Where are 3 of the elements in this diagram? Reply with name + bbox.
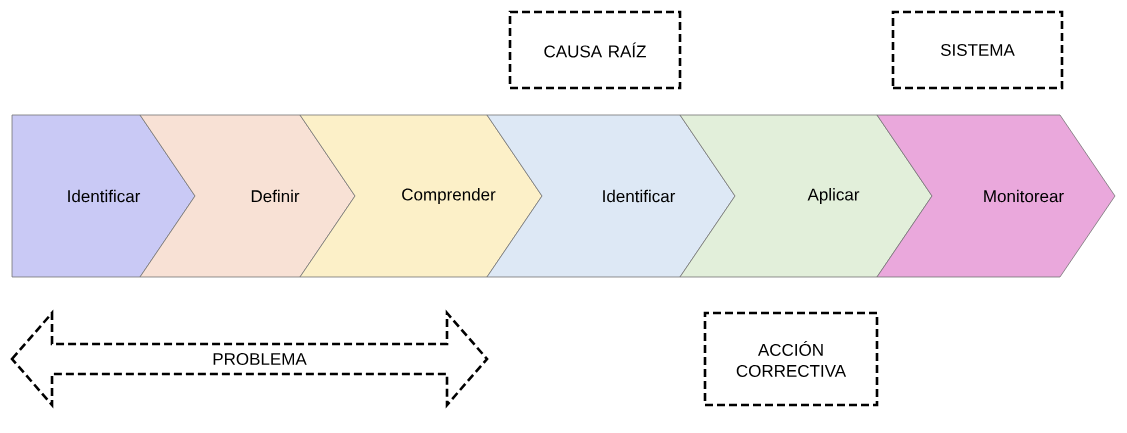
dashed-box: SISTEMA (891, 10, 1064, 90)
dashed-box: ACCIÓN CORRECTIVA (703, 311, 879, 407)
dashed-box: CAUSA RAÍZ (508, 10, 682, 90)
